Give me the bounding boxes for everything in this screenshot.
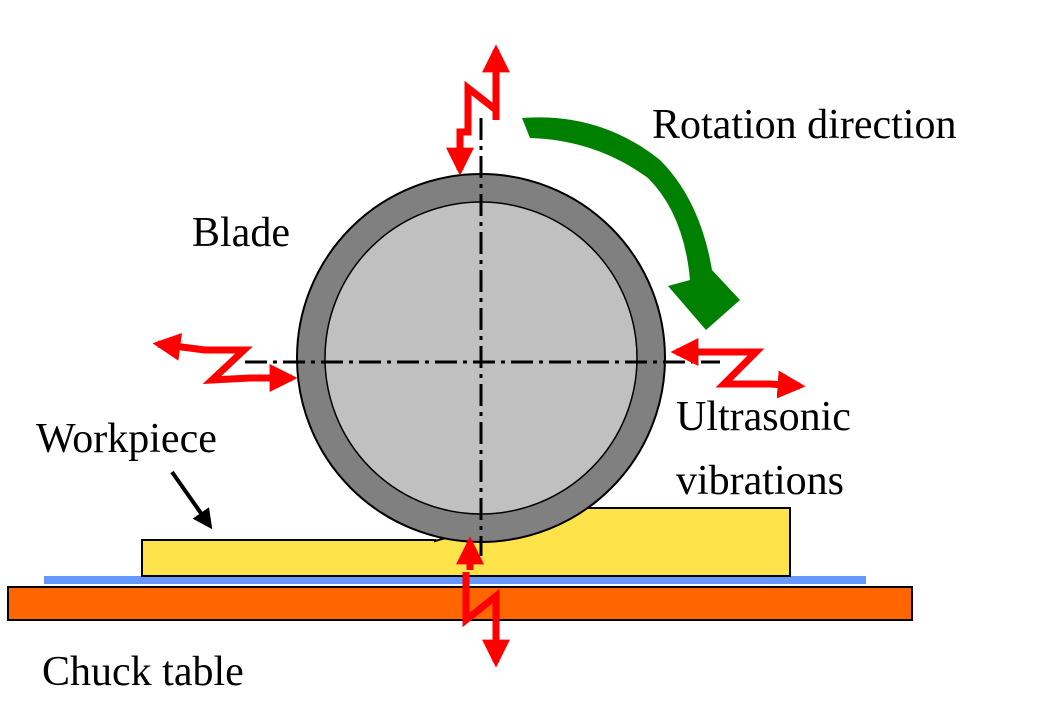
ultrasonic-label: Ultrasonic (676, 394, 851, 440)
zigzag-arrow-icon-top (446, 44, 510, 176)
chuck-table (7, 586, 913, 621)
zigzag-arrow-icon-bottom (456, 536, 510, 668)
dicing-tape (44, 576, 866, 584)
zigzag-arrow-icon-left (152, 332, 298, 392)
workpiece-label: Workpiece (36, 416, 217, 462)
vibrations-label: vibrations (676, 458, 844, 504)
rotation-direction-label: Rotation direction (652, 102, 956, 148)
workpiece-pointer-arrow (170, 470, 213, 530)
blade-label: Blade (192, 210, 290, 256)
chuck-table-label: Chuck table (42, 649, 244, 695)
zigzag-arrow-icon-right (670, 338, 806, 399)
curved-arrow-icon (522, 117, 740, 330)
